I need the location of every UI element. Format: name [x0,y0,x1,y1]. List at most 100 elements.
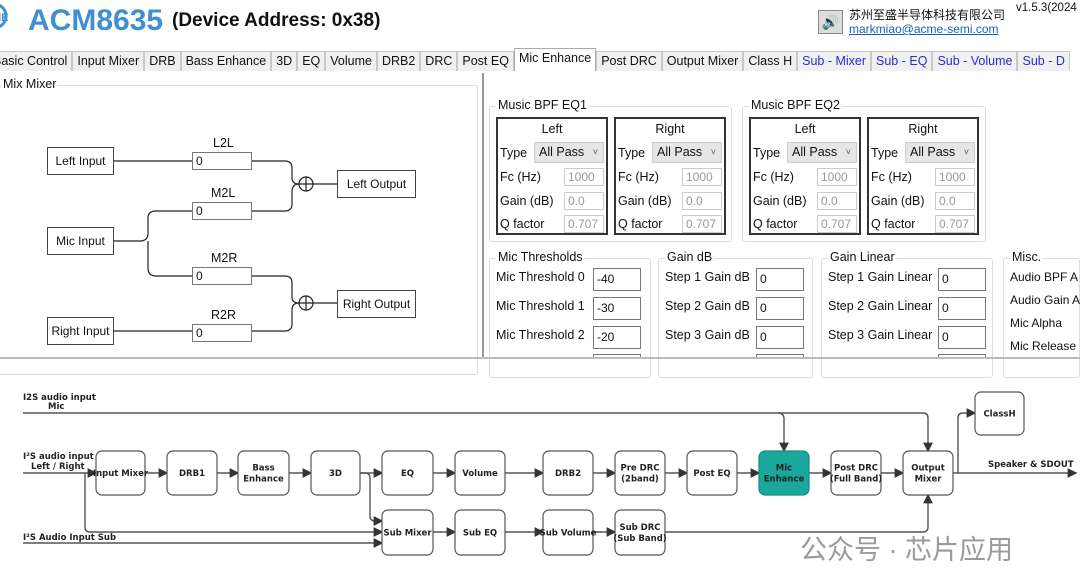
gain-db-group: Gain dB [658,250,813,378]
version-label: v1.5.3(2024 [1016,2,1077,14]
eq1-left-type-label: Type [500,146,528,160]
email-link[interactable]: markmiao@acme-semi.com [849,22,999,36]
mic-input-node: Mic Input [47,227,114,255]
eq1-right-gain-input[interactable]: 0.0 [682,192,722,210]
eq1-right-fc-label: Fc (Hz) [618,170,659,184]
chevron-down-icon: ˅ [592,147,598,157]
tab-sub-mixer[interactable]: Sub - Mixer [797,51,872,71]
gain-linear-row-input[interactable]: 0 [938,297,986,320]
eq2-right-q-label: Q factor [871,217,916,231]
tab-mic-enhance[interactable]: Mic Enhance [513,48,597,71]
block-box [381,450,434,496]
block-input-mixer: Input Mixer [93,450,149,496]
block-box [454,509,506,556]
eq2-right-fc-input[interactable]: 1000 [935,168,975,186]
gain-db-row-input[interactable]: 0 [756,326,804,349]
mic-thresholds-row-input[interactable]: -20 [593,326,641,349]
m2l-gain-input[interactable]: 0 [192,202,252,220]
tab-post-drc[interactable]: Post DRC [596,51,662,71]
eq1-right-type-select[interactable]: All Pass ˅ [652,142,722,163]
block-box [310,450,361,496]
tab-post-eq[interactable]: Post EQ [457,51,514,71]
mic-thresholds-title: Mic Thresholds [496,250,585,264]
block-label: Sub DRC [619,523,660,533]
eq2-right-title: Right [908,122,938,136]
eq1-right-q-input[interactable]: 0.707 [682,215,722,233]
tab-3d[interactable]: 3D [271,51,298,71]
misc-title: Misc. [1010,250,1044,264]
block-label: DRB2 [555,469,581,479]
eq1-left-type-value: All Pass [539,145,585,159]
eq1-right-type-value: All Pass [657,145,703,159]
bpf-eq1-group: Music BPF EQ1 [489,98,732,242]
eq2-left-type-select[interactable]: All Pass˅ [787,142,857,163]
sub-input-label: I²S Audio Input Sub [23,533,116,543]
eq1-left-q-input[interactable]: 0.707 [564,215,604,233]
eq2-right-fc-label: Fc (Hz) [871,170,912,184]
tab-sub-d[interactable]: Sub - D [1017,51,1070,71]
eq1-left-title: Left [541,122,563,136]
tab-sub-volume[interactable]: Sub - Volume [932,51,1018,71]
mic-thresholds-row-input[interactable]: -30 [593,297,641,320]
mixer-wires [113,160,337,332]
block-volume: Volume [454,450,506,496]
eq1-left-gain-input[interactable]: 0.0 [564,192,604,210]
mic-thresholds-row-label: Mic Threshold 0 [496,270,585,284]
right-output-node: Right Output [337,290,416,318]
eq1-left-type-select[interactable]: All Pass ˅ [534,142,604,163]
screenshot-divider [0,357,1080,359]
block-eq: EQ [381,450,434,496]
m2r-label: M2R [211,251,238,265]
r2r-gain-input[interactable]: 0 [192,324,252,342]
block-box [902,450,954,496]
bpf-eq1-title: Music BPF EQ1 [496,98,589,112]
gain-linear-row-input[interactable]: 0 [938,326,986,349]
l2l-gain-input[interactable]: 0 [192,152,252,170]
product-title: ACM8635 [28,4,164,37]
mic-thresholds-row-input[interactable]: -40 [593,268,641,291]
chevron-down-icon: ˅ [845,147,851,157]
left-input-node: Left Input [47,147,114,175]
block-drb2: DRB2 [542,450,594,496]
tab-drc[interactable]: DRC [420,51,458,71]
tab-drb[interactable]: DRB [144,51,181,71]
speaker-icon[interactable]: 🔊 [818,10,843,34]
block-label: (Full Band) [830,475,882,485]
tab-volume[interactable]: Volume [325,51,377,71]
tab-class-h[interactable]: Class H [743,51,798,71]
misc-row-label: Audio BPF A [1010,270,1079,284]
eq2-right-type-select[interactable]: All Pass˅ [905,142,975,163]
eq2-right-gain-input[interactable]: 0.0 [935,192,975,210]
chevron-down-icon: ˅ [710,147,716,157]
tab-drb2[interactable]: DRB2 [376,51,421,71]
gain-db-row-input[interactable]: 0 [756,297,804,320]
eq1-left-fc-input[interactable]: 1000 [564,168,604,186]
gain-linear-title: Gain Linear [828,250,897,264]
eq2-right-q-input[interactable]: 0.707 [935,215,975,233]
gain-linear-row-input[interactable]: 0 [938,268,986,291]
block-box [614,450,666,496]
mic-thresholds-row-label: Mic Threshold 2 [496,328,585,342]
eq1-right-title: Right [655,122,685,136]
bpf-eq2-group: Music BPF EQ2 [742,98,986,242]
tab-input-mixer[interactable]: Input Mixer [72,51,145,71]
m2r-gain-input[interactable]: 0 [192,267,252,285]
eq2-left-q-input[interactable]: 0.707 [817,215,857,233]
eq2-left-fc-input[interactable]: 1000 [817,168,857,186]
tab-bass-enhance[interactable]: Bass Enhance [180,51,272,71]
tab-sub-eq[interactable]: Sub - EQ [871,51,933,71]
eq1-right-panel: Right Type All Pass˅ Fc (Hz) 1000 Gain (… [614,117,726,235]
gain-db-row-input[interactable]: 0 [756,268,804,291]
mic-input-label-1: I2S audio input [23,393,96,403]
eq2-left-gain-input[interactable]: 0.0 [817,192,857,210]
eq1-right-fc-input[interactable]: 1000 [682,168,722,186]
gain-linear-group: Gain Linear [821,250,993,378]
mix-mixer-group: Mix Mixer [0,77,478,375]
tab-basic-control[interactable]: Basic Control [0,51,73,71]
tab-eq[interactable]: EQ [297,51,326,71]
tab-output-mixer[interactable]: Output Mixer [661,51,744,71]
eq1-right-gain-label: Gain (dB) [618,194,672,208]
